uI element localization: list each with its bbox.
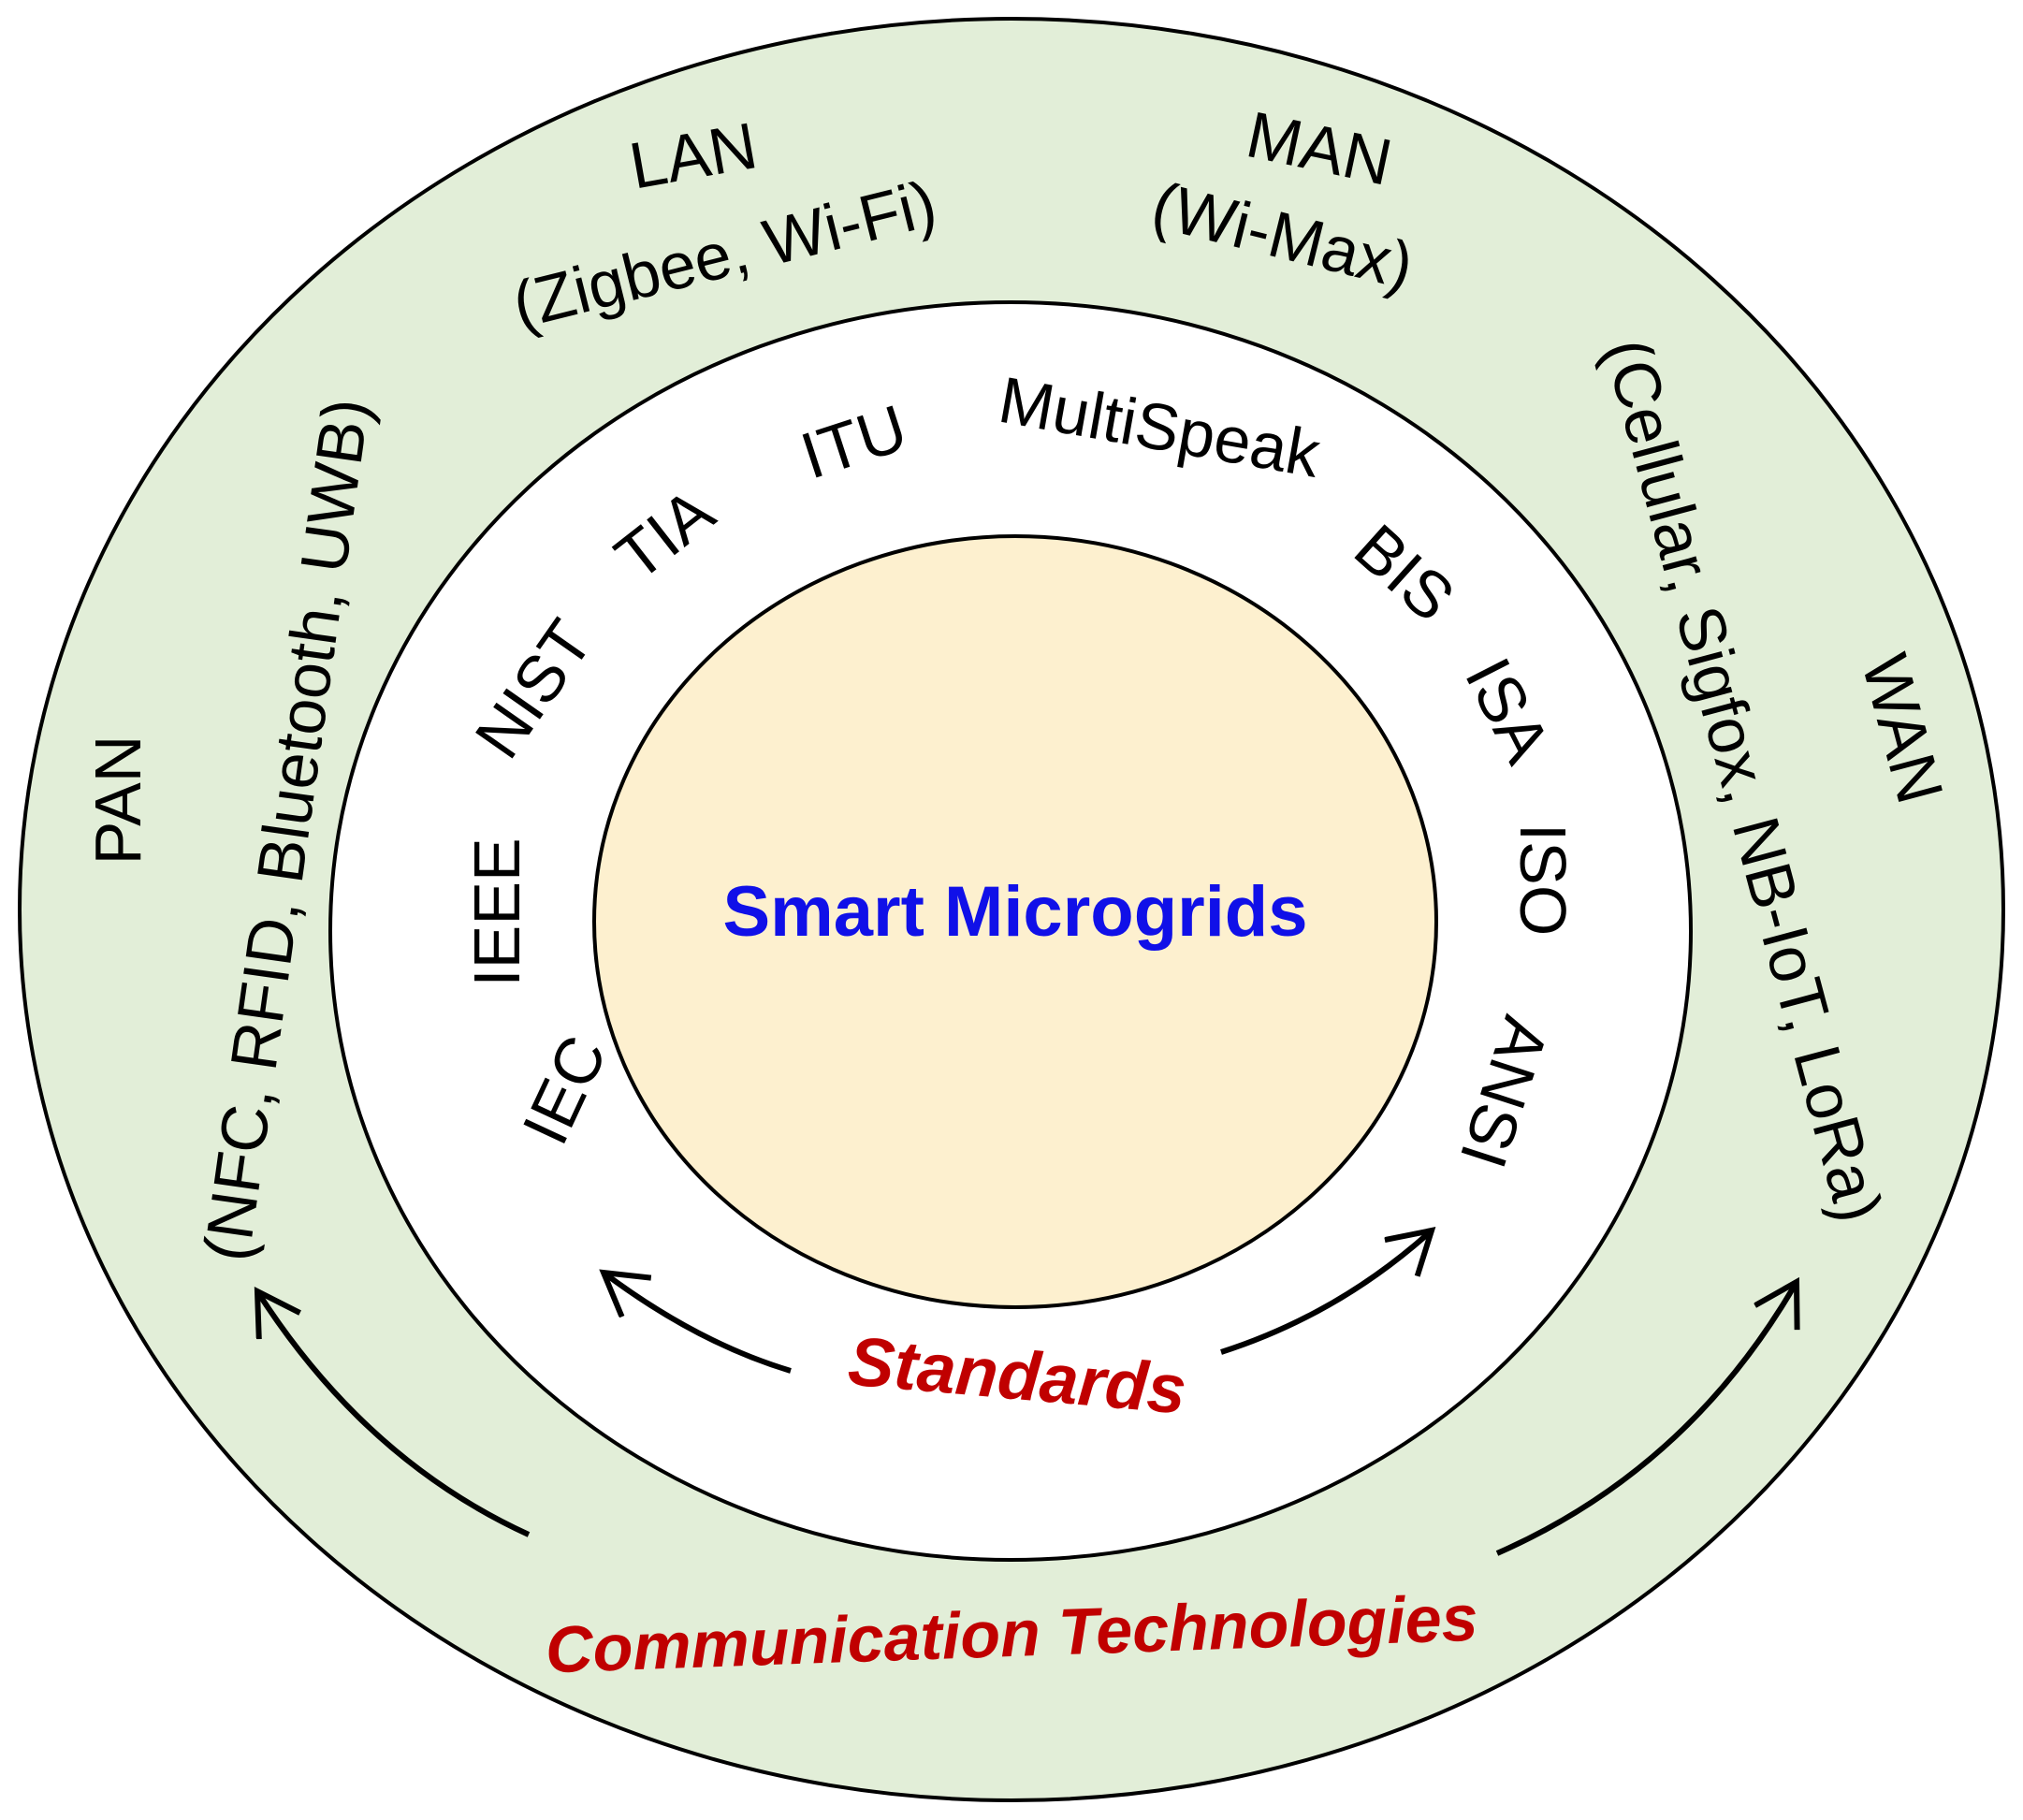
center-title: Smart Microgrids xyxy=(722,872,1307,952)
communication-arrow-left xyxy=(257,1291,531,1537)
standard-label-ieee: IEEE xyxy=(460,837,533,987)
communication-arrow-right xyxy=(1495,1282,1797,1556)
center-core xyxy=(592,534,1438,1309)
standard-label-iso: ISO xyxy=(1506,823,1579,937)
network-name-pan: PAN xyxy=(81,735,154,866)
standards-arrow-right xyxy=(1220,1230,1432,1355)
standards-arrow-left xyxy=(604,1273,792,1374)
